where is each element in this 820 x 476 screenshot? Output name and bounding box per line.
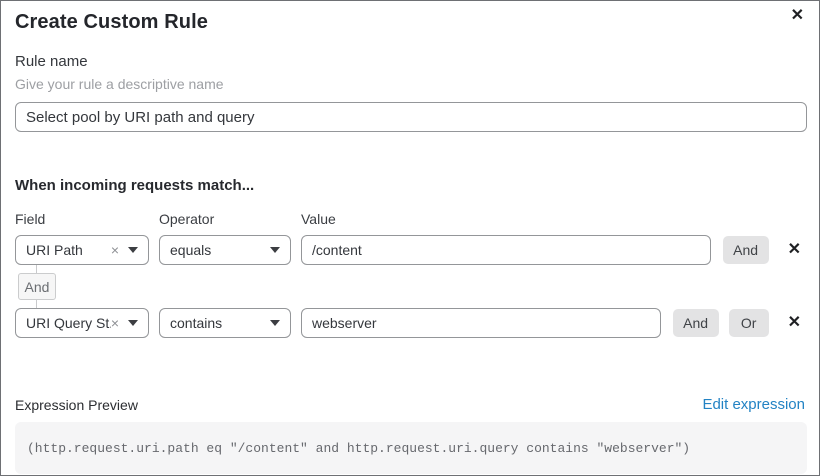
or-button[interactable]: Or: [728, 309, 769, 337]
and-button[interactable]: And: [722, 236, 769, 264]
value-column-label: Value: [301, 211, 336, 227]
chevron-down-icon: [270, 247, 280, 253]
operator-select[interactable]: contains: [159, 308, 291, 338]
connector-line: [36, 300, 37, 308]
operator-select-value: equals: [170, 242, 212, 258]
clear-icon[interactable]: ×: [110, 242, 119, 258]
connector-block: And: [15, 265, 805, 308]
expression-preview-label: Expression Preview: [15, 396, 138, 413]
value-input[interactable]: [301, 308, 661, 338]
clear-icon[interactable]: ×: [110, 315, 119, 331]
chevron-down-icon: [270, 320, 280, 326]
operator-select-value: contains: [170, 315, 223, 331]
dialog-title: Create Custom Rule: [15, 11, 208, 33]
rule-name-helper: Give your rule a descriptive name: [15, 76, 224, 92]
and-connector-badge: And: [18, 273, 56, 300]
expression-header: Expression Preview Edit expression: [15, 396, 805, 413]
condition-row: URI Query St... × contains And Or ✕: [15, 308, 805, 338]
and-button[interactable]: And: [672, 309, 719, 337]
chevron-down-icon: [128, 320, 138, 326]
column-labels: Field Operator Value: [15, 211, 805, 227]
expression-code: (http.request.uri.path eq "/content" and…: [27, 440, 691, 456]
remove-condition-icon[interactable]: ✕: [787, 241, 801, 258]
remove-condition-icon[interactable]: ✕: [787, 314, 801, 331]
field-select-value: URI Path: [26, 242, 83, 258]
operator-column-label: Operator: [159, 211, 215, 227]
close-icon[interactable]: ✕: [790, 7, 804, 24]
value-input[interactable]: [301, 235, 711, 265]
rule-name-input[interactable]: [15, 102, 807, 132]
operator-select[interactable]: equals: [159, 235, 291, 265]
field-select-value: URI Query St...: [26, 315, 111, 331]
connector-line: [36, 265, 37, 273]
edit-expression-link[interactable]: Edit expression: [702, 396, 805, 413]
field-column-label: Field: [15, 211, 46, 227]
field-select[interactable]: URI Path ×: [15, 235, 149, 265]
match-heading: When incoming requests match...: [15, 177, 255, 194]
chevron-down-icon: [128, 247, 138, 253]
field-select[interactable]: URI Query St... ×: [15, 308, 149, 338]
expression-code-block: (http.request.uri.path eq "/content" and…: [15, 422, 807, 474]
rule-name-label: Rule name: [15, 53, 88, 70]
condition-row: URI Path × equals And ✕: [15, 235, 805, 265]
rule-name-section: Rule name Give your rule a descriptive n…: [15, 53, 807, 132]
